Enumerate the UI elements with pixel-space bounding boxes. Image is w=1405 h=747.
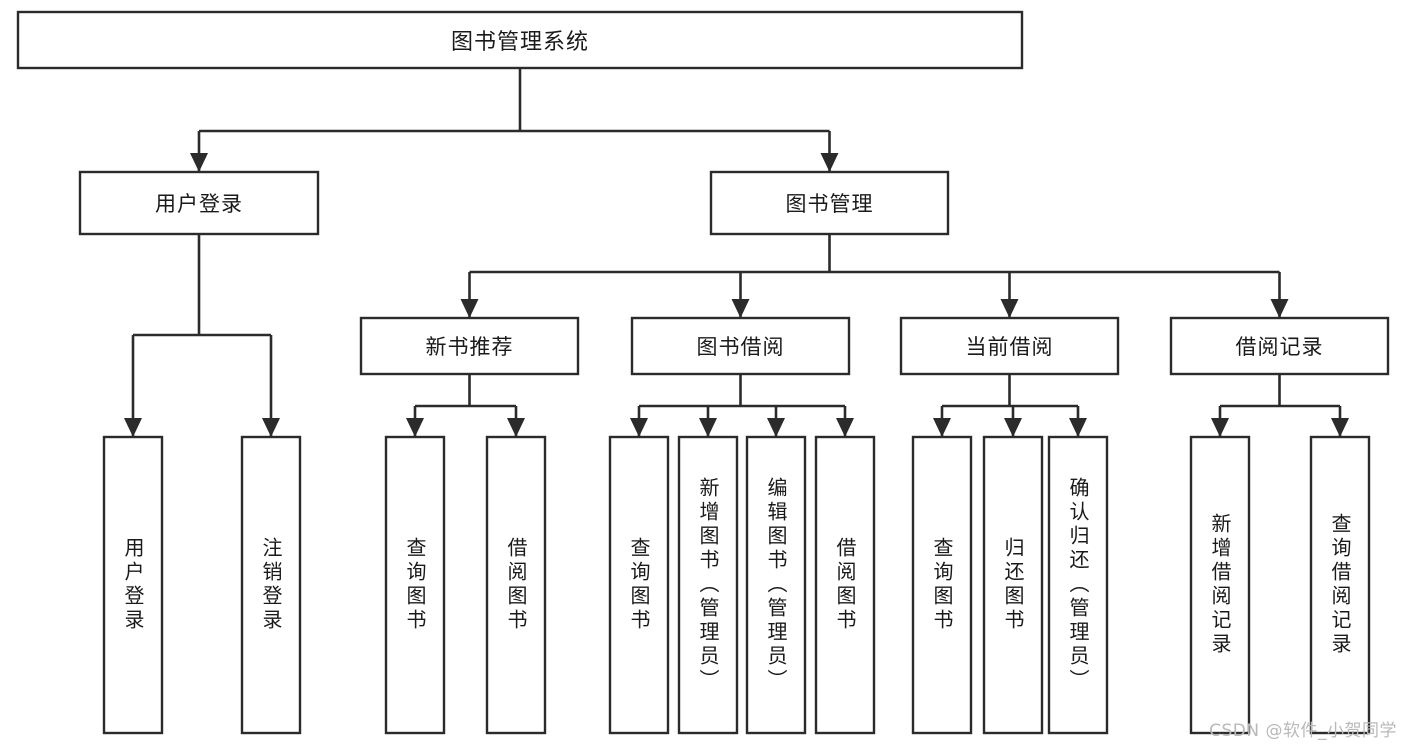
node-leaf-logout[interactable] bbox=[240, 435, 302, 735]
arrow-head-icon bbox=[460, 299, 479, 318]
arrow-head-icon bbox=[1069, 418, 1087, 437]
arrow-head-icon bbox=[406, 418, 424, 437]
arrow-head-icon bbox=[507, 418, 525, 437]
node-leaf-query-book-1[interactable] bbox=[384, 435, 446, 735]
node-leaf-add-record[interactable] bbox=[1189, 435, 1251, 735]
arrow-head-icon bbox=[1211, 418, 1229, 437]
arrow-head-icon bbox=[124, 418, 142, 437]
node-leaf-return-book[interactable] bbox=[982, 435, 1044, 735]
arrow-head-icon bbox=[1004, 418, 1022, 437]
node-leaf-confirm-return[interactable] bbox=[1047, 435, 1109, 735]
arrow-head-icon bbox=[836, 418, 854, 437]
arrow-head-icon bbox=[1331, 418, 1349, 437]
node-leaf-query-record[interactable] bbox=[1309, 435, 1371, 735]
node-leaf-query-book-3[interactable] bbox=[911, 435, 973, 735]
node-leaf-user-login[interactable] bbox=[102, 435, 164, 735]
node-leaf-query-book-2[interactable] bbox=[608, 435, 670, 735]
node-book-manage[interactable] bbox=[709, 170, 950, 236]
arrow-head-icon bbox=[262, 418, 280, 437]
node-book-borrow[interactable] bbox=[630, 316, 851, 376]
node-leaf-add-book[interactable] bbox=[677, 435, 739, 735]
node-leaf-borrow-book-1[interactable] bbox=[485, 435, 547, 735]
node-leaf-borrow-book-2[interactable] bbox=[814, 435, 876, 735]
arrow-head-icon bbox=[820, 153, 839, 172]
arrow-head-icon bbox=[1000, 299, 1019, 318]
arrow-head-icon bbox=[1270, 299, 1289, 318]
node-current-borrow[interactable] bbox=[899, 316, 1120, 376]
node-borrow-record[interactable] bbox=[1169, 316, 1390, 376]
arrow-head-icon bbox=[190, 153, 208, 172]
arrow-head-icon bbox=[767, 418, 785, 437]
node-user-login[interactable] bbox=[78, 170, 320, 236]
node-new-book-rec[interactable] bbox=[359, 316, 580, 376]
node-box-layer bbox=[16, 10, 1390, 735]
node-leaf-edit-book[interactable] bbox=[745, 435, 807, 735]
arrow-head-icon bbox=[731, 299, 750, 318]
arrow-head-icon bbox=[630, 418, 648, 437]
arrow-head-icon bbox=[933, 418, 951, 437]
watermark-text: CSDN @软件_小贺同学 bbox=[1209, 721, 1397, 741]
arrow-head-icon bbox=[699, 418, 717, 437]
node-root[interactable] bbox=[16, 10, 1024, 70]
connector-layer bbox=[124, 68, 1349, 437]
